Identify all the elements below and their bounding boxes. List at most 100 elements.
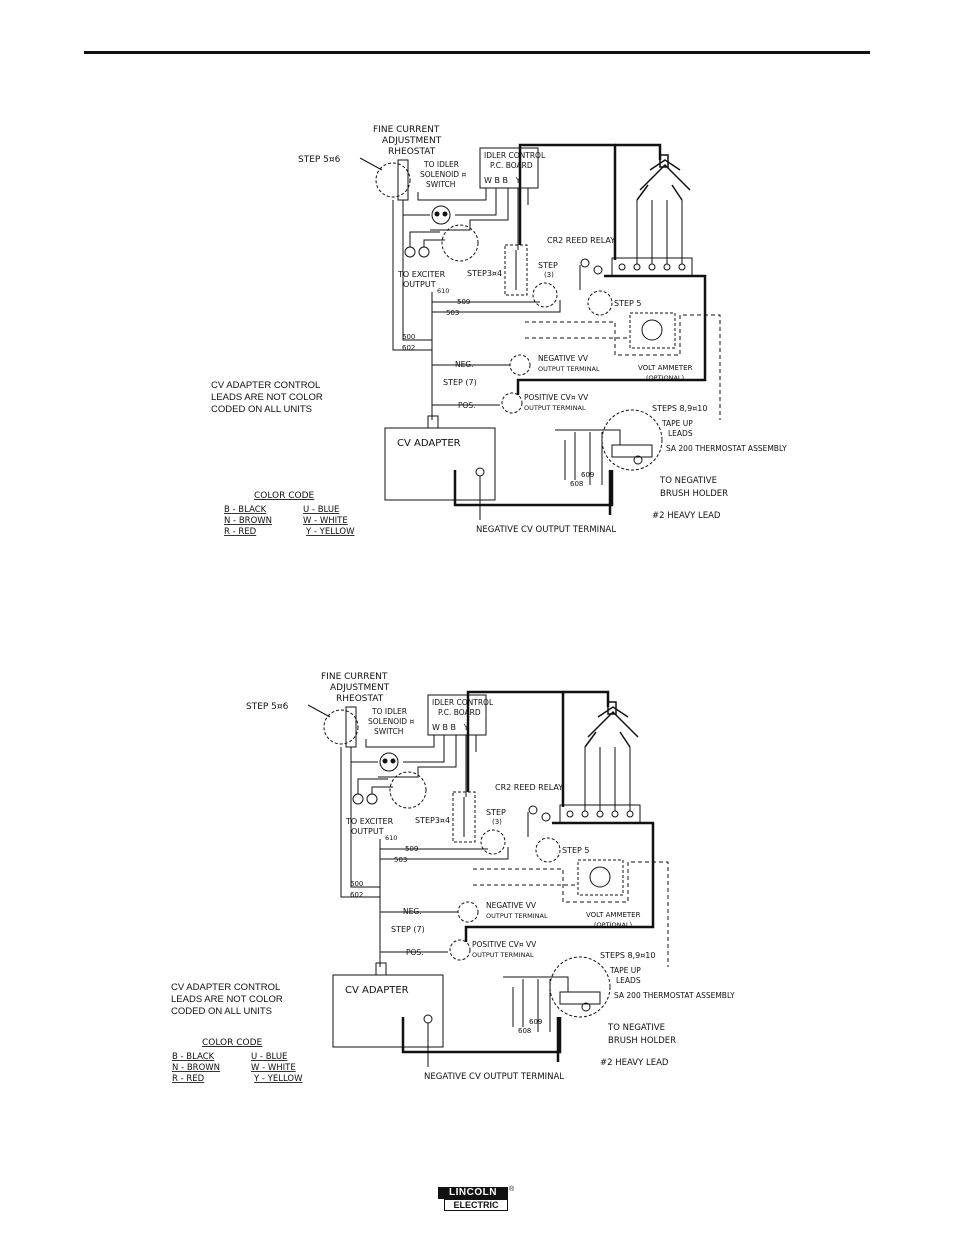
pos-label: POS. xyxy=(406,948,424,957)
step7-label: STEP (7) xyxy=(391,925,425,934)
wire-602-label: 602 xyxy=(350,891,363,899)
wire-602-label: 602 xyxy=(402,344,415,352)
output-label: OUTPUT xyxy=(403,280,436,289)
rheostat-callout-circle xyxy=(323,709,359,745)
positive-cv-vv-label: POSITIVE CV¤ VV xyxy=(524,393,589,402)
color-code-b: B - BLACK xyxy=(224,505,267,515)
step5-label: STEP 5 xyxy=(562,846,589,855)
color-code-n: N - BROWN xyxy=(224,516,272,526)
logo-line2: ELECTRIC xyxy=(444,1199,508,1211)
cr2-reed-relay-label: CR2 REED RELAY xyxy=(547,236,615,245)
tape-up-label: TAPE UP xyxy=(609,966,641,975)
logo-line1: LINCOLN xyxy=(438,1187,508,1199)
to-exciter-label: TO EXCITER xyxy=(397,270,446,279)
color-code-r: R - RED xyxy=(172,1074,205,1084)
header-rule xyxy=(84,51,870,54)
positive-output-label: OUTPUT TERMINAL xyxy=(472,951,534,959)
rheostat-callout-circle xyxy=(375,162,411,198)
pos-label: POS. xyxy=(458,401,476,410)
exciter-terminal-pos xyxy=(366,793,378,805)
positive-output-label: OUTPUT TERMINAL xyxy=(524,404,586,412)
step34-label: STEP3¤4 xyxy=(415,816,450,825)
optional-label: (OPTIONAL) xyxy=(594,921,632,929)
brush-holder-label: BRUSH HOLDER xyxy=(608,1036,676,1046)
adjustment-label: ADJUSTMENT xyxy=(330,683,390,693)
positive-cv-vv-terminal xyxy=(501,392,523,414)
neg-label: NEG. xyxy=(403,907,422,916)
pc-board-label: P.C. BOARD xyxy=(438,708,481,717)
color-code-w: W - WHITE xyxy=(251,1063,296,1073)
step5-callout-circle xyxy=(587,290,613,316)
reed-relay-box xyxy=(452,791,476,843)
step3-label: (3) xyxy=(492,818,502,826)
wire-609-label: 609 xyxy=(529,1018,542,1026)
cv-adapter-label: CV ADAPTER xyxy=(345,985,409,996)
step-label: STEP xyxy=(538,261,558,270)
tape-up-label: TAPE UP xyxy=(661,419,693,428)
control-leads-note-top: CV ADAPTER CONTROL LEADS ARE NOT COLOR C… xyxy=(211,380,323,415)
negative-vv-terminal xyxy=(509,354,531,376)
to-idler-label: TO IDLER xyxy=(423,160,459,169)
wire-503-label: 503 xyxy=(446,309,459,317)
switch-label: SWITCH xyxy=(426,180,455,189)
thermostat-assembly xyxy=(559,991,601,1005)
wire-610-label: 610 xyxy=(437,287,449,295)
heavy-lead-label: #2 HEAVY LEAD xyxy=(600,1058,669,1068)
volt-ammeter-box xyxy=(577,859,624,896)
positive-cv-vv-terminal xyxy=(449,939,471,961)
rheostat-label: RHEOSTAT xyxy=(388,147,436,157)
wire-610-label: 610 xyxy=(385,834,397,842)
pc-board-label: P.C. BOARD xyxy=(490,161,533,170)
color-code-r: R - RED xyxy=(224,527,257,537)
cv-adapter-label: CV ADAPTER xyxy=(397,438,461,449)
wire-609-label: 609 xyxy=(581,471,594,479)
steps8910-label: STEPS 8,9¤10 xyxy=(652,404,707,413)
wire-600-label: 600 xyxy=(350,880,363,888)
brush-holder-label: BRUSH HOLDER xyxy=(660,489,728,499)
volt-ammeter-box xyxy=(629,312,676,349)
wire-509-label: 509 xyxy=(405,845,418,853)
step5-label: STEP 5 xyxy=(614,299,641,308)
fine-current-label: FINE CURRENT xyxy=(373,125,440,135)
pc-board-box xyxy=(479,147,539,189)
wiring-diagram: FINE CURRENT ADJUSTMENT RHEOSTAT STEP 5¤… xyxy=(172,672,735,1084)
step34-label: STEP3¤4 xyxy=(467,269,502,278)
board-terminals-label: W B B Y xyxy=(484,176,521,185)
step56-label: STEP 5¤6 xyxy=(298,155,341,165)
negative-cv-output-label: NEGATIVE CV OUTPUT TERMINAL xyxy=(476,525,616,535)
rheostat-label: RHEOSTAT xyxy=(336,694,384,704)
cv-adapter-box xyxy=(384,427,496,501)
negative-vv-label: NEGATIVE VV xyxy=(486,901,537,910)
wire-600-label: 600 xyxy=(402,333,415,341)
color-code-title: COLOR CODE xyxy=(254,491,315,501)
logo-reg-mark: ® xyxy=(509,1186,515,1193)
thermostat-callout-circle xyxy=(601,409,663,471)
negative-vv-label: NEGATIVE VV xyxy=(538,354,589,363)
idler-solenoid-switch xyxy=(379,752,399,772)
step3-callout-circle xyxy=(532,282,558,308)
color-code-n: N - BROWN xyxy=(172,1063,220,1073)
color-code-w: W - WHITE xyxy=(303,516,348,526)
step7-label: STEP (7) xyxy=(443,378,477,387)
wiring-diagram: FINE CURRENT ADJUSTMENT RHEOSTAT STEP 5¤… xyxy=(224,125,787,537)
color-code-b: B - BLACK xyxy=(172,1052,215,1062)
color-code-y: Y - YELLOW xyxy=(253,1074,303,1084)
cr2-reed-relay-label: CR2 REED RELAY xyxy=(495,783,563,792)
negative-vv-terminal xyxy=(457,901,479,923)
idler-control-label: IDLER CONTROL xyxy=(484,151,546,160)
color-code-title: COLOR CODE xyxy=(202,1038,263,1048)
step34-callout-circle xyxy=(441,224,479,262)
thermostat-label: SA 200 THERMOSTAT ASSEMBLY xyxy=(666,444,787,453)
color-code-y: Y - YELLOW xyxy=(305,527,355,537)
idler-control-label: IDLER CONTROL xyxy=(432,698,494,707)
positive-cv-vv-label: POSITIVE CV¤ VV xyxy=(472,940,537,949)
step56-label: STEP 5¤6 xyxy=(246,702,289,712)
pc-board-box xyxy=(427,694,487,736)
output-label: OUTPUT xyxy=(351,827,384,836)
solenoid-label: SOLENOID ¤ xyxy=(368,717,414,726)
reed-relay-box xyxy=(504,244,528,296)
steps8910-label: STEPS 8,9¤10 xyxy=(600,951,655,960)
step3-callout-circle xyxy=(480,829,506,855)
wire-503-label: 503 xyxy=(394,856,407,864)
color-code-u: U - BLUE xyxy=(303,505,339,515)
